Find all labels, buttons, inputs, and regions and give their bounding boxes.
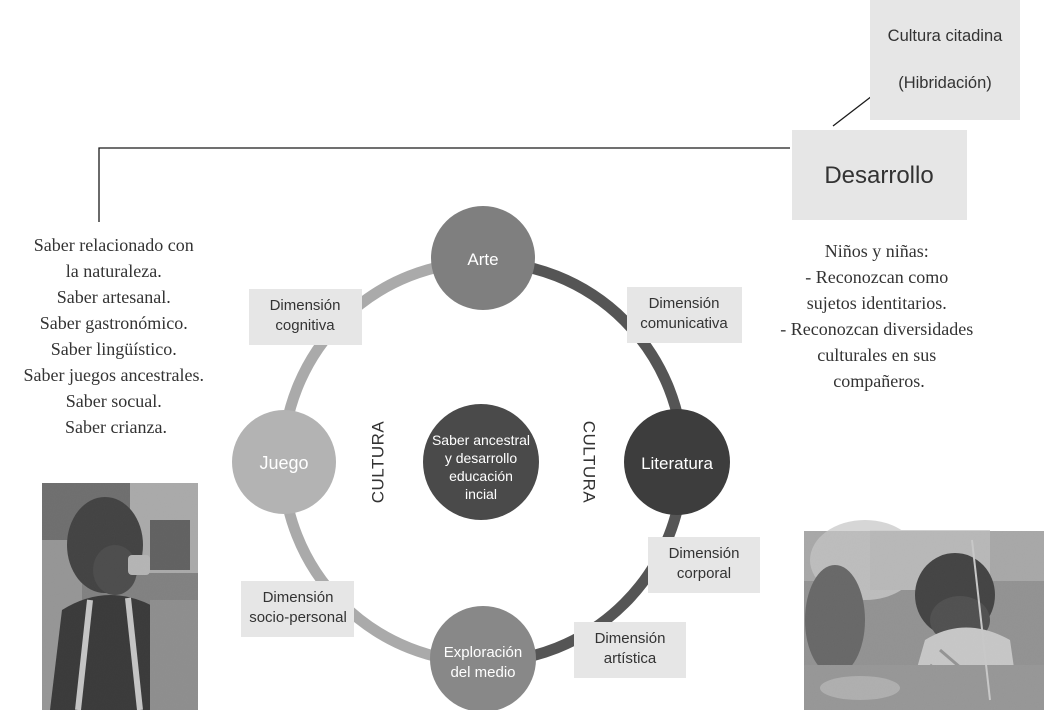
dimension-corporal-line2: corporal bbox=[677, 565, 731, 582]
node-exploracion: Exploración del medio bbox=[430, 606, 536, 710]
node-center: Saber ancestral y desarrollo educación i… bbox=[423, 404, 539, 520]
dimension-artistica-line1: Dimensión bbox=[595, 630, 666, 647]
dimension-cognitiva-line1: Dimensión bbox=[270, 297, 341, 314]
dimension-socio-personal: Dimensión socio-personal bbox=[241, 581, 354, 637]
dimension-comunicativa-line1: Dimensión bbox=[649, 295, 720, 312]
saber-line: Saber relacionado con bbox=[34, 235, 194, 255]
saber-line: Saber juegos ancestrales. bbox=[24, 365, 204, 385]
node-exploracion-line1: Exploración bbox=[444, 644, 522, 661]
cultura-citadina-label: Cultura citadina bbox=[888, 27, 1003, 45]
objetivo-line: - Reconozcan diversidades bbox=[780, 319, 973, 339]
node-center-line2: y desarrollo bbox=[445, 450, 518, 466]
node-arte: Arte bbox=[431, 206, 535, 310]
hibridacion-connector bbox=[832, 95, 873, 127]
dimension-socio-personal-line2: socio-personal bbox=[249, 609, 347, 626]
cultura-citadina-box: Cultura citadina (Hibridación) bbox=[870, 0, 1020, 120]
hibridacion-label: (Hibridación) bbox=[898, 74, 992, 92]
objetivo-line: sujetos identitarios. bbox=[807, 293, 947, 313]
objetivo-line: culturales en sus bbox=[817, 345, 936, 365]
objetivo-line: Niños y niñas: bbox=[825, 241, 929, 261]
dimension-comunicativa: Dimensión comunicativa bbox=[627, 287, 742, 343]
photo-children-right bbox=[804, 520, 1044, 710]
dimension-cognitiva: Dimensión cognitiva bbox=[249, 289, 362, 345]
objetivo-line: compañeros. bbox=[833, 371, 924, 391]
photo-child-left bbox=[42, 483, 198, 710]
dimension-socio-personal-line1: Dimensión bbox=[263, 589, 334, 606]
desarrollo-box: Desarrollo bbox=[792, 130, 967, 220]
saber-line: Saber socual. bbox=[66, 391, 162, 411]
objetivo-line: - Reconozcan como bbox=[805, 267, 948, 287]
cultura-label-right: CULTURA bbox=[580, 421, 599, 504]
node-arte-label: Arte bbox=[467, 250, 498, 269]
desarrollo-label: Desarrollo bbox=[824, 162, 933, 189]
node-center-line4: incial bbox=[465, 486, 497, 502]
dimension-corporal: Dimensión corporal bbox=[648, 537, 760, 593]
dimension-cognitiva-line2: cognitiva bbox=[275, 317, 335, 334]
objetivos-list: Niños y niñas: - Reconozcan como sujetos… bbox=[780, 241, 977, 391]
dimension-artistica-line2: artística bbox=[604, 650, 657, 667]
connector-lines bbox=[98, 95, 873, 222]
node-juego: Juego bbox=[232, 410, 336, 514]
node-juego-label: Juego bbox=[259, 453, 308, 473]
saber-line: la naturaleza. bbox=[66, 261, 162, 281]
node-literatura: Literatura bbox=[624, 409, 730, 515]
bracket-line bbox=[98, 147, 790, 222]
saber-line: Saber lingüístico. bbox=[51, 339, 177, 359]
dimension-corporal-line1: Dimensión bbox=[669, 545, 740, 562]
saberes-list: Saber relacionado con la naturaleza. Sab… bbox=[24, 235, 209, 437]
saber-line: Saber crianza. bbox=[65, 417, 167, 437]
saber-line: Saber gastronómico. bbox=[40, 313, 188, 333]
node-center-line3: educación bbox=[449, 468, 513, 484]
node-center-line1: Saber ancestral bbox=[432, 432, 530, 448]
cultura-label-left: CULTURA bbox=[368, 421, 387, 504]
dimension-artistica: Dimensión artística bbox=[574, 622, 686, 678]
node-exploracion-line2: del medio bbox=[450, 664, 515, 681]
node-literatura-label: Literatura bbox=[641, 454, 713, 473]
saber-line: Saber artesanal. bbox=[57, 287, 171, 307]
dimension-comunicativa-line2: comunicativa bbox=[640, 315, 728, 332]
